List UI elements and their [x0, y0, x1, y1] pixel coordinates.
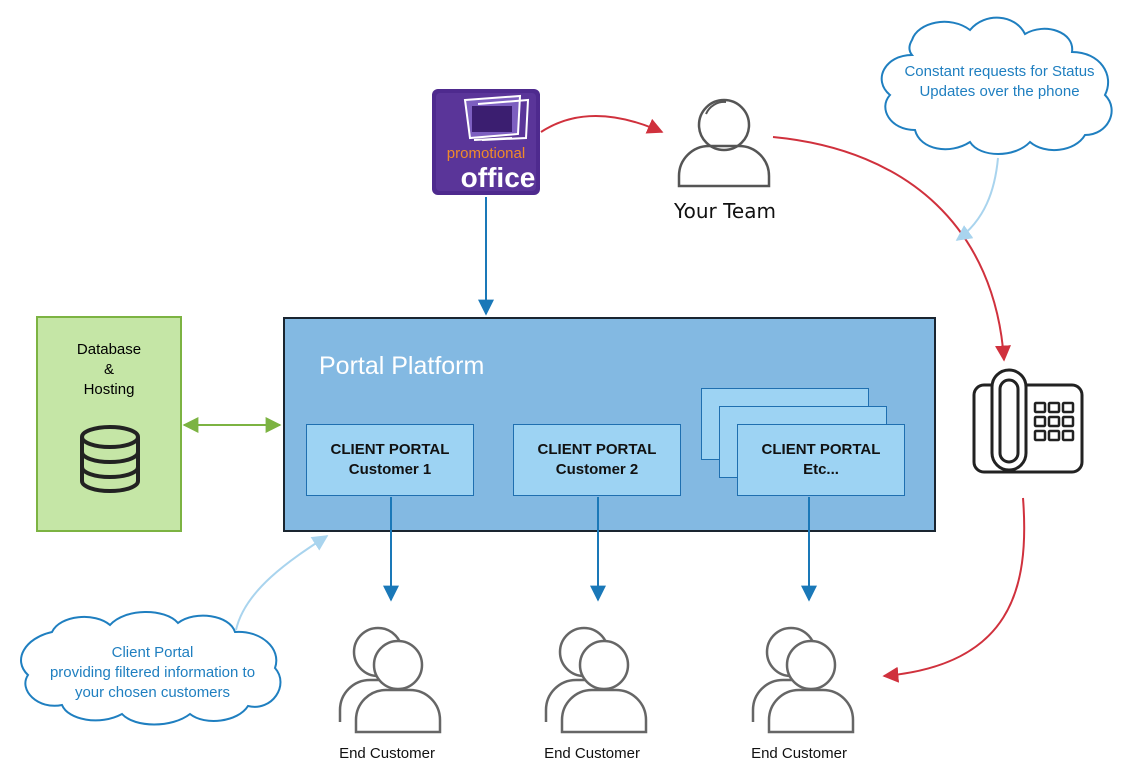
database-label-line2: &: [103, 361, 114, 378]
client-portal-cloud: [20, 611, 282, 726]
status-cloud-line1: Constant requests for Status: [904, 63, 1095, 80]
client-portal-2: CLIENT PORTAL Customer 2: [513, 424, 681, 496]
client-portal-cloud-line3: your chosen customers: [74, 684, 231, 701]
end-customer-label-2: End Customer: [544, 745, 640, 762]
your-team-label: Your Team: [674, 199, 776, 223]
team-to-phone-arrow: [772, 136, 1011, 362]
client-portal-3-title: CLIENT PORTAL: [761, 441, 881, 458]
database-label-line3: Hosting: [83, 381, 135, 398]
end-customer-label-1: End Customer: [339, 745, 435, 762]
svg-text:promotional: promotional: [447, 145, 525, 162]
client-portal-2-sub: Customer 2: [555, 461, 639, 478]
promotional-office-logo: promotional office: [432, 89, 540, 195]
portal-platform-title: Portal Platform: [319, 352, 485, 380]
client-portal-3: CLIENT PORTAL Etc...: [737, 424, 905, 496]
status-cloud-text: Constant requests for Status Updates ove…: [887, 62, 1112, 102]
client-portal-1: CLIENT PORTAL Customer 1: [306, 424, 474, 496]
phone-to-customer-arrow: [882, 497, 1026, 683]
end-customer-icon-1: [338, 626, 442, 734]
svg-text:office: office: [461, 162, 536, 193]
client-portal-cloud-arrow: [235, 535, 329, 631]
client-portal-2-title: CLIENT PORTAL: [537, 441, 657, 458]
client-portal-1-sub: Customer 1: [348, 461, 432, 478]
status-cloud: [880, 16, 1113, 155]
database-box: [36, 316, 182, 532]
logo-to-team-arrow: [540, 115, 664, 134]
end-customer-label-3: End Customer: [751, 745, 847, 762]
database-label: Database & Hosting: [38, 340, 180, 400]
status-cloud-line2: Updates over the phone: [919, 83, 1080, 100]
database-label-line1: Database: [76, 341, 142, 358]
client-portal-cloud-line2: providing filtered information to: [49, 664, 256, 681]
client-portal-3-sub: Etc...: [803, 461, 839, 478]
status-cloud-arrow: [955, 157, 999, 241]
phone-icon: [972, 368, 1084, 474]
client-portal-cloud-text: Client Portal providing filtered informa…: [30, 643, 275, 703]
client-portal-cloud-line1: Client Portal: [111, 644, 194, 661]
database-icon: [80, 425, 140, 493]
end-customer-icon-3: [751, 626, 855, 734]
client-portal-1-title: CLIENT PORTAL: [330, 441, 450, 458]
end-customer-icon-2: [544, 626, 648, 734]
team-person-icon: [677, 98, 771, 188]
